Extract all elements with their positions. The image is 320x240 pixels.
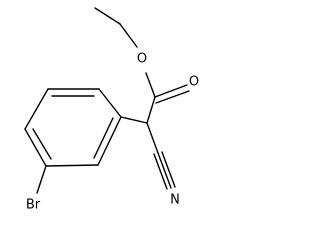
bond-ch3-ch2 — [94, 7, 121, 25]
ring-bond-4 — [24, 128, 47, 167]
chemical-structure-diagram: O O Br N — [24, 7, 199, 213]
bond-o-carbonyl-carbon — [145, 72, 156, 98]
bond-triple-3 — [161, 151, 176, 188]
atom-label-ether-oxygen: O — [137, 52, 147, 67]
bond-triple-2 — [153, 153, 168, 190]
bond-carbonyl-double-2 — [155, 90, 190, 104]
bond-triple-1 — [157, 152, 172, 189]
ring-bond-3 — [24, 88, 49, 130]
ring-inner-bond-2 — [32, 128, 52, 160]
ring-bond-6 — [97, 116, 122, 166]
ring-bond-5 — [45, 164, 99, 167]
bond-ch-ring — [120, 116, 148, 124]
atom-label-bromine: Br — [26, 198, 41, 213]
atom-label-nitrile-nitrogen: N — [170, 193, 180, 208]
ring-bond-1 — [98, 88, 122, 118]
bond-carbonyl-ch — [146, 96, 156, 124]
bond-ring-br — [36, 165, 47, 194]
atom-label-carbonyl-oxygen: O — [189, 75, 199, 90]
bond-ch-cn — [146, 122, 159, 154]
bond-ch2-o — [119, 23, 138, 48]
ring-inner-bond-3 — [93, 117, 114, 159]
bond-carbonyl-double-1 — [154, 84, 188, 98]
